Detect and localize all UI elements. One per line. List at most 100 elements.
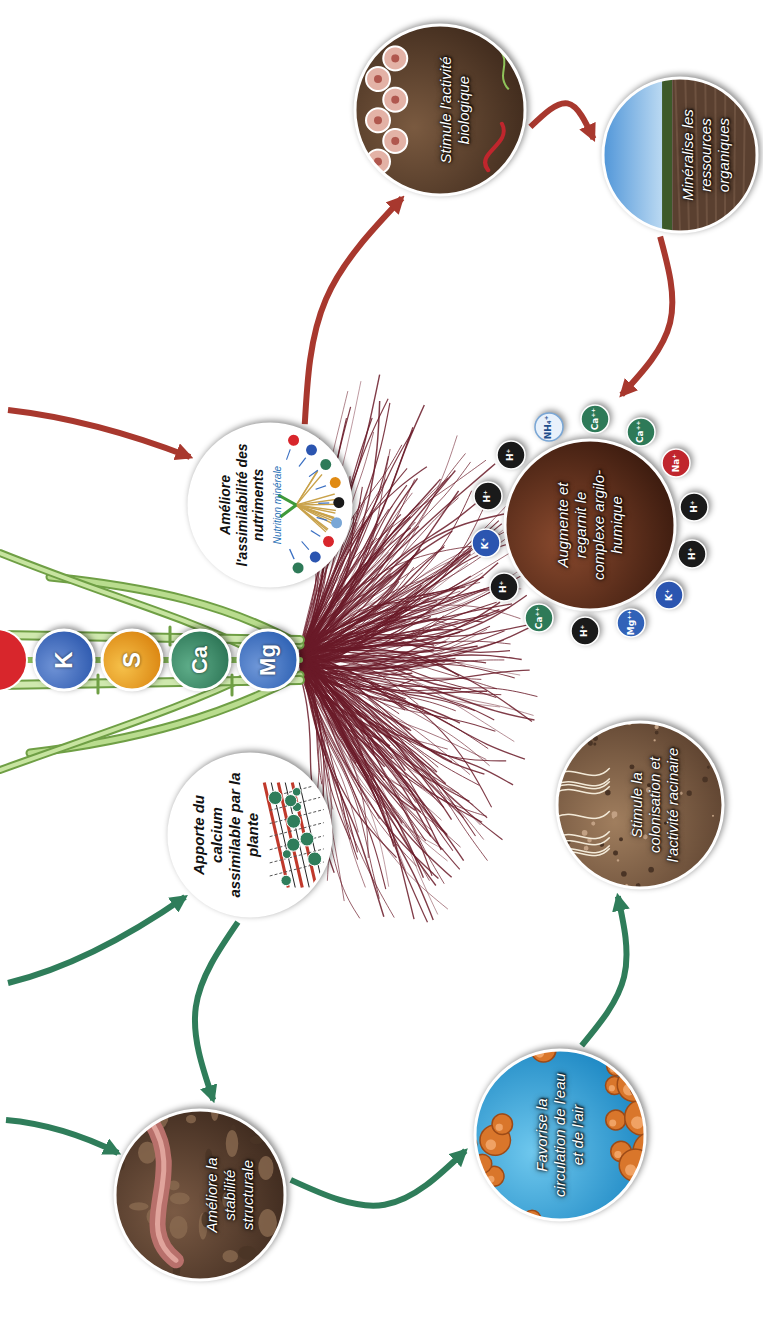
ion-label: Ca⁺⁺ (636, 421, 645, 443)
ion-label: K⁺ (665, 589, 674, 601)
illustration-line (296, 474, 322, 505)
illustration-path (152, 1123, 176, 1261)
illustration-circle (574, 871, 576, 873)
illustration-path (556, 845, 610, 852)
illustration-circle (686, 790, 691, 795)
circle-label: Augmente et regarnit le complexe argilo-… (554, 463, 626, 587)
illustration-g (679, 492, 709, 522)
illustration-g (534, 412, 564, 442)
illustration-circle (702, 777, 708, 783)
illustration-circle (238, 630, 298, 690)
ion-ball: H⁺ (489, 572, 519, 602)
illustration-line (302, 541, 309, 549)
illustration-line (317, 517, 328, 520)
illustration-circle (711, 754, 716, 759)
text-column: Améliore la stabilité structurale (203, 1134, 257, 1256)
text-column: Ca (189, 646, 211, 674)
illustration-g (504, 439, 676, 611)
ion-label: Na⁺ (672, 454, 681, 472)
illustration-g (570, 616, 600, 646)
nutrient-ball: S (101, 629, 163, 691)
benefit-circle: Favorise la circulation de l'eau et de l… (474, 1049, 646, 1221)
illustration-ellipse (170, 1193, 190, 1205)
illustration-circle (535, 413, 563, 441)
illustration-circle (560, 867, 565, 872)
illustration-rect (237, 629, 299, 691)
illustration-circle (655, 731, 659, 735)
text-column: Na⁺ (672, 454, 681, 472)
ion-label: K⁺ (481, 538, 490, 550)
illustration-circle (609, 1120, 616, 1127)
nutrient-ball: Ca (169, 629, 231, 691)
flow-arrow (530, 103, 593, 139)
illustration-rect (489, 572, 519, 602)
ion-label: NH₄⁺ (544, 415, 553, 439)
illustration-circle (621, 871, 627, 877)
illustration-circle (617, 609, 645, 637)
illustration-circle (282, 850, 291, 859)
illustration-g (489, 572, 519, 602)
flow-arrow (291, 1151, 466, 1206)
ion-ball: K⁺ (471, 528, 501, 558)
illustration-g (101, 629, 163, 691)
illustration-rect (654, 580, 684, 610)
illustration-circle (472, 529, 500, 557)
illustration-ellipse (129, 1202, 148, 1210)
benefit-circle: Apporte du calcium assimilable par la pl… (168, 753, 332, 917)
flow-arrow (305, 198, 402, 424)
illustration-circle (383, 46, 407, 70)
illustration-rect (534, 412, 564, 442)
text-column: Mg (257, 644, 279, 676)
illustration-circle (189, 424, 351, 586)
illustration-ellipse (169, 1216, 187, 1239)
illustration-ellipse (238, 1246, 256, 1259)
illustration-circle (102, 630, 162, 690)
illustration-g (168, 753, 332, 917)
illustration-line (286, 449, 290, 459)
illustration-g (110, 1102, 286, 1281)
illustration-circle (374, 75, 382, 83)
illustration-circle (115, 1110, 285, 1280)
text-column: H⁺ (483, 490, 492, 502)
illustration-rect (662, 77, 672, 233)
illustration-g (169, 629, 231, 691)
illustration-g (237, 629, 299, 691)
illustration-circle (603, 78, 757, 232)
ion-ball: Na⁺ (661, 448, 691, 478)
illustration-circle (333, 497, 344, 508)
text-column: K⁺ (665, 589, 674, 601)
ion-label: H⁺ (506, 449, 515, 461)
text-column: Améliore l'assimilabilité des nutriments… (217, 442, 283, 568)
ion-ball: Mg⁺⁺ (616, 608, 646, 638)
illustration-circle (591, 822, 595, 826)
text-column: H⁺ (506, 449, 515, 461)
circle-label: Apporte du calcium assimilable par la pl… (190, 771, 262, 899)
circle-label: Améliore l'assimilabilité des nutriments (217, 442, 267, 568)
root-line (300, 521, 499, 661)
illustration-circle (554, 722, 559, 727)
text-column: K (52, 651, 76, 668)
illustration-circle (526, 1219, 532, 1225)
illustration-circle (648, 867, 654, 873)
root-line (300, 660, 486, 662)
text-column: Stimule l'activité biologique (437, 49, 473, 171)
illustration-circle (525, 604, 553, 632)
illustration-circle (281, 875, 291, 885)
illustration-rect (677, 539, 707, 569)
text-column: Mg⁺⁺ (627, 610, 636, 635)
text-column: Ca⁺⁺ (636, 421, 645, 443)
illustration-circle (287, 838, 300, 851)
flow-arrow (195, 922, 238, 1100)
illustration-circle (711, 719, 716, 724)
nutrient-symbol: Mg (257, 644, 279, 676)
ion-label: H⁺ (690, 500, 699, 512)
circle-label: Améliore la stabilité structurale (203, 1134, 257, 1256)
root-line (300, 671, 486, 760)
circle-label: Stimule la colonisation et l'activité ra… (628, 744, 682, 866)
illustration-g (677, 539, 707, 569)
text-column: Favorise la circulation de l'eau et de l… (533, 1073, 587, 1197)
illustration-circle (34, 630, 94, 690)
illustration-circle (606, 1110, 626, 1130)
benefit-circle: Améliore l'assimilabilité des nutriments… (188, 423, 352, 587)
illustration-circle (584, 846, 589, 851)
